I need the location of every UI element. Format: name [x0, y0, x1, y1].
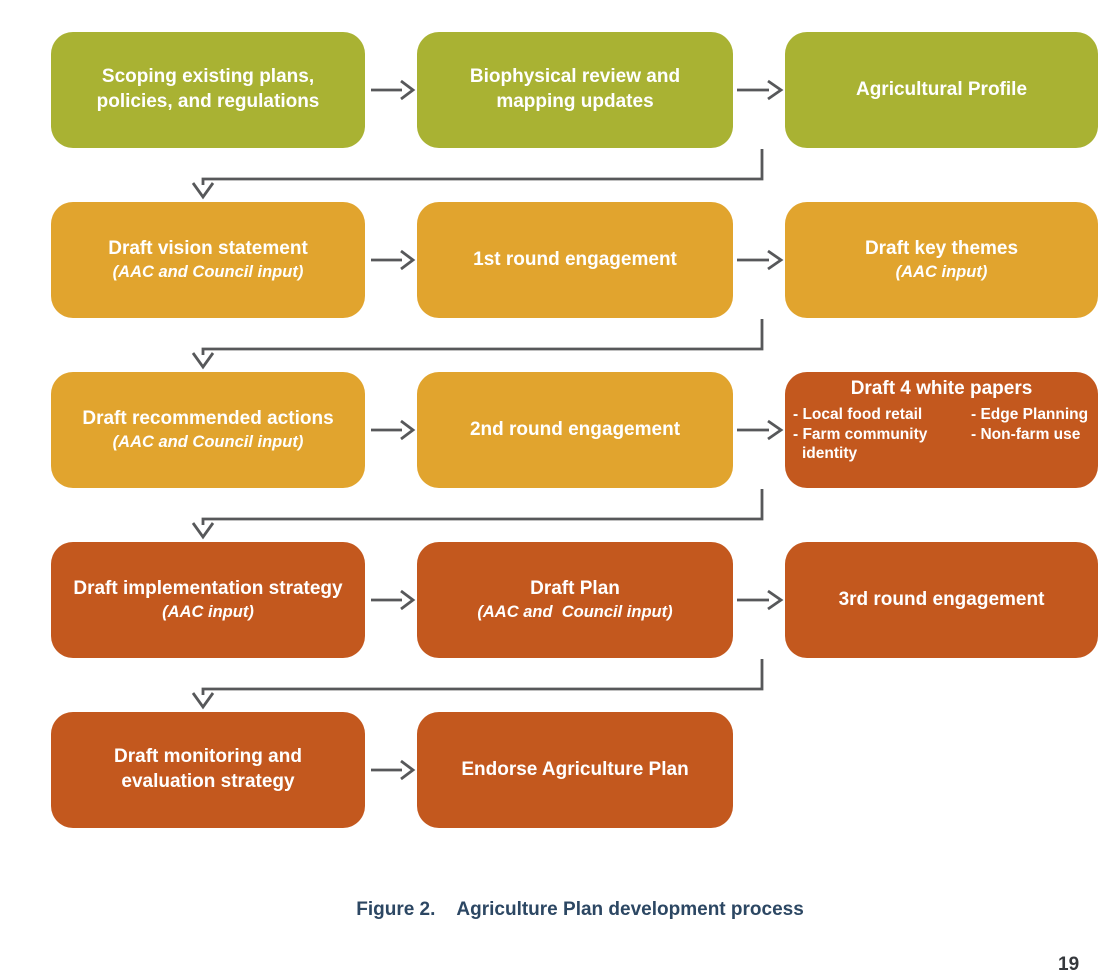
box-label: Draft 4 white papers	[850, 378, 1033, 399]
flow-box-draft-monitoring: Draft monitoring and evaluation strategy	[51, 712, 365, 828]
white-paper-item: - Non-farm use	[971, 425, 1081, 443]
arrow-right-icon	[371, 589, 416, 611]
flow-box-draft-plan: Draft Plan (AAC and Council input)	[417, 542, 733, 658]
wrap-arrow-down-icon	[191, 319, 764, 370]
box-label: 3rd round engagement	[838, 588, 1045, 610]
white-paper-item: - Local food retail	[793, 405, 923, 423]
flow-box-draft-4-white-papers: Draft 4 white papers - Local food retail…	[785, 372, 1098, 488]
box-label: Agricultural Profile	[855, 78, 1028, 100]
flow-box-1st-round-engagement: 1st round engagement	[417, 202, 733, 318]
box-label: Scoping existing plans,	[101, 66, 315, 88]
box-label: 1st round engagement	[473, 248, 677, 270]
box-label: Biophysical review and	[469, 66, 681, 88]
box-label: policies, and regulations	[96, 91, 320, 112]
flow-box-3rd-round-engagement: 3rd round engagement	[785, 542, 1098, 658]
arrow-right-icon	[737, 589, 784, 611]
box-note: (AAC and Council input)	[477, 602, 673, 621]
flow-box-draft-implementation-strategy: Draft implementation strategy (AAC input…	[51, 542, 365, 658]
arrow-right-icon	[371, 419, 416, 441]
box-label: Draft monitoring and	[114, 746, 302, 768]
arrow-right-icon	[371, 759, 416, 781]
box-note: (AAC and Council input)	[112, 432, 304, 451]
box-note: (AAC and Council input)	[112, 262, 304, 281]
arrow-right-icon	[737, 79, 784, 101]
flow-box-endorse-agriculture-plan: Endorse Agriculture Plan	[417, 712, 733, 828]
flow-box-draft-vision-statement: Draft vision statement (AAC and Council …	[51, 202, 365, 318]
box-note: (AAC input)	[895, 262, 988, 281]
page-number: 19	[1058, 954, 1080, 973]
box-label: Draft vision statement	[108, 237, 308, 259]
figure-caption-label: Figure 2.	[356, 899, 436, 920]
flow-box-agricultural-profile: Agricultural Profile	[785, 32, 1098, 148]
box-label: Draft implementation strategy	[73, 577, 343, 599]
flow-box-draft-key-themes: Draft key themes (AAC input)	[785, 202, 1098, 318]
box-label: Draft Plan	[530, 577, 620, 599]
flow-box-scoping: Scoping existing plans, policies, and re…	[51, 32, 365, 148]
white-paper-item: - Edge Planning	[971, 405, 1089, 423]
arrow-right-icon	[737, 419, 784, 441]
arrow-right-icon	[371, 249, 416, 271]
box-label: Draft key themes	[864, 237, 1019, 259]
arrow-right-icon	[371, 79, 416, 101]
wrap-arrow-down-icon	[191, 149, 764, 200]
box-note: (AAC input)	[162, 602, 254, 621]
flow-box-2nd-round-engagement: 2nd round engagement	[417, 372, 733, 488]
flow-box-draft-recommended-actions: Draft recommended actions (AAC and Counc…	[51, 372, 365, 488]
figure-caption: Figure 2. Agriculture Plan development p…	[23, 899, 1114, 921]
box-label: 2nd round engagement	[469, 418, 681, 440]
wrap-arrow-down-icon	[191, 489, 764, 540]
arrow-right-icon	[737, 249, 784, 271]
white-papers-list: - Local food retail - Farm community ide…	[785, 405, 1098, 464]
flow-box-biophysical-review: Biophysical review and mapping updates	[417, 32, 733, 148]
white-paper-item: - Farm community identity	[793, 425, 928, 463]
figure-caption-title: Agriculture Plan development process	[456, 899, 804, 920]
box-label: Draft recommended actions	[82, 407, 334, 429]
white-papers-left-column: - Local food retail - Farm community ide…	[793, 405, 971, 464]
box-label: mapping updates	[496, 91, 654, 112]
box-label: Endorse Agriculture Plan	[461, 758, 689, 780]
wrap-arrow-down-icon	[191, 659, 764, 710]
box-label: evaluation strategy	[121, 771, 295, 792]
white-papers-right-column: - Edge Planning - Non-farm use	[971, 405, 1094, 464]
